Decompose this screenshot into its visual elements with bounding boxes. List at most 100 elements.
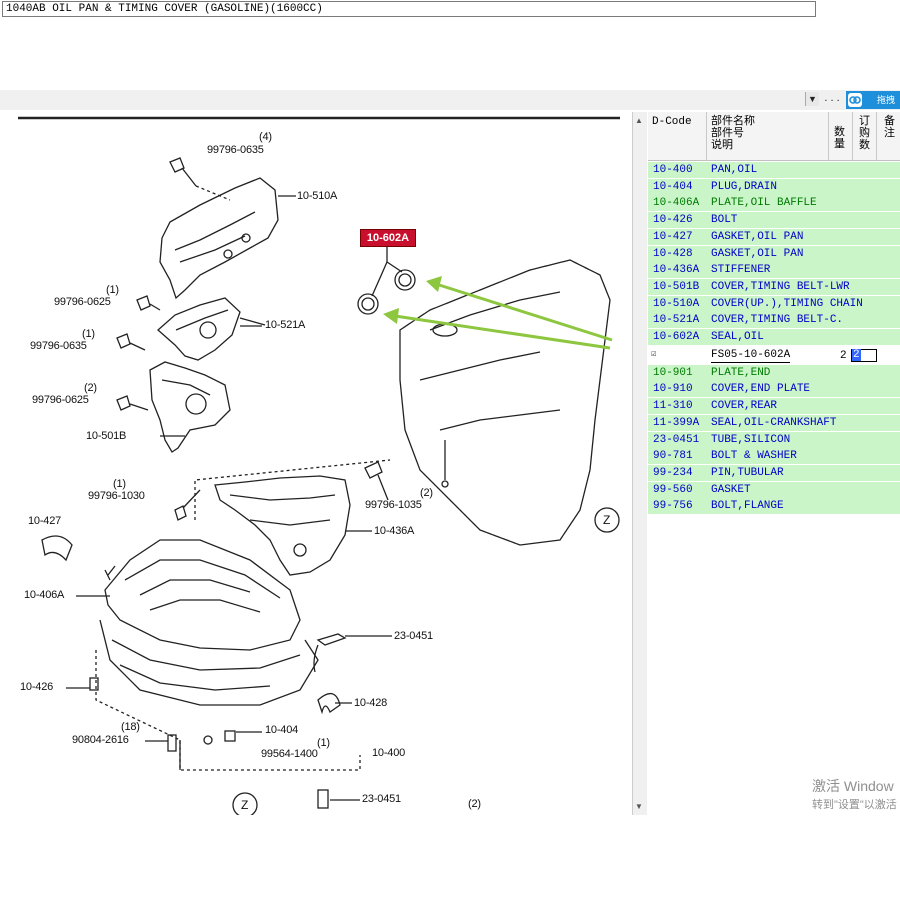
row-description: STIFFENER <box>711 264 771 277</box>
callout-qty: (18) <box>121 721 140 733</box>
row-checkbox[interactable]: ☑ <box>651 348 657 359</box>
callout-part[interactable]: 99796-0635 <box>30 340 87 352</box>
callout-qty: (2) <box>468 798 481 810</box>
row-dcode: 10-510A <box>653 297 700 310</box>
callout-qty: (2) <box>84 382 97 394</box>
callout-qty: (1) <box>317 737 330 749</box>
row-description: COVER,END PLATE <box>711 383 811 396</box>
callout-part[interactable]: 10-428 <box>354 697 388 709</box>
row-description: BOLT,FLANGE <box>711 500 784 513</box>
selected-part-badge[interactable]: 10-602A <box>360 229 416 247</box>
callout-part[interactable]: 10-427 <box>28 515 62 527</box>
callout-part[interactable]: 10-406A <box>24 589 65 601</box>
row-dcode: 10-400 <box>653 164 693 176</box>
table-row[interactable]: 10-436A STIFFENER <box>648 262 900 279</box>
activation-watermark: 激活 Window <box>812 778 894 794</box>
header-part-number: 部件号 <box>711 127 744 139</box>
callout-part[interactable]: 99796-0625 <box>54 296 111 308</box>
table-row[interactable]: 10-427 GASKET,OIL PAN <box>648 228 900 245</box>
callout-part[interactable]: 10-501B <box>86 430 127 442</box>
part-number: FS05-10-602A <box>711 348 791 363</box>
callout-qty: (1) <box>82 328 95 340</box>
row-dcode: 10-436A <box>653 264 700 277</box>
row-description: TUBE,SILICON <box>711 433 791 446</box>
callout-part[interactable]: 99564-1400 <box>261 748 318 760</box>
row-description: PLATE,END <box>711 366 771 379</box>
row-description: PLATE,OIL BAFFLE <box>711 197 817 210</box>
table-row[interactable]: 23-0451 TUBE,SILICON <box>648 431 900 448</box>
model-dropdown[interactable]: 1040AB OIL PAN & TIMING COVER (GASOLINE)… <box>2 1 816 17</box>
callout-part[interactable]: 99796-1035 <box>365 499 422 511</box>
table-row[interactable]: 10-910 COVER,END PLATE <box>648 381 900 398</box>
callout-part[interactable]: 90804-2616 <box>72 734 129 746</box>
browse-button[interactable]: . . . <box>824 92 840 104</box>
row-dcode: 10-602A <box>653 331 700 343</box>
chevron-down-icon[interactable]: ▼ <box>805 92 819 106</box>
callout-part[interactable]: 99796-0635 <box>207 144 264 156</box>
header-order-qty: 订 购 数 <box>859 115 870 151</box>
table-row[interactable]: 99-560 GASKET <box>648 481 900 498</box>
row-description: PAN,OIL <box>711 164 758 176</box>
model-selector-bar <box>0 90 900 110</box>
order-qty-input[interactable]: 2 <box>851 348 877 362</box>
callout-part[interactable]: 99796-1030 <box>88 490 145 502</box>
share-button[interactable]: 拖拽 <box>846 91 900 109</box>
row-description: GASKET,OIL PAN <box>711 247 804 260</box>
header-remarks: 备 注 <box>884 115 895 139</box>
diagram-scrollbar[interactable]: ▲ ▼ <box>632 112 647 815</box>
row-dcode: 10-521A <box>653 314 700 327</box>
callout-part[interactable]: 10-436A <box>374 525 415 537</box>
row-dcode: 10-901 <box>653 366 693 379</box>
row-dcode: 10-406A <box>653 197 700 210</box>
header-qty: 数 量 <box>834 126 845 150</box>
callout-part[interactable]: 23-0451 <box>394 630 433 642</box>
table-row[interactable]: 10-406A PLATE,OIL BAFFLE <box>648 195 900 212</box>
row-dcode: 10-427 <box>653 230 693 243</box>
row-dcode: 10-910 <box>653 383 693 396</box>
table-row[interactable]: 10-428 GASKET,OIL PAN <box>648 245 900 262</box>
row-dcode: 23-0451 <box>653 433 700 446</box>
row-description: GASKET <box>711 483 751 496</box>
callout-part[interactable]: 99796-0625 <box>32 394 89 406</box>
diagram-drawing <box>18 116 620 815</box>
callout-qty: (1) <box>113 478 126 490</box>
row-dcode: 10-428 <box>653 247 693 260</box>
callout-part[interactable]: 10-510A <box>297 190 338 202</box>
row-description: SEAL,OIL <box>711 331 764 343</box>
scroll-down-icon[interactable]: ▼ <box>635 802 643 811</box>
row-dcode: 10-404 <box>653 180 693 193</box>
order-qty-value: 2 <box>852 348 861 361</box>
callout-ref-z: Z <box>241 798 249 812</box>
scroll-up-icon[interactable]: ▲ <box>635 116 643 125</box>
row-dcode: 99-234 <box>653 466 693 479</box>
callout-part[interactable]: 10-521A <box>265 319 306 331</box>
table-row[interactable]: 10-400 PAN,OIL <box>648 162 900 178</box>
row-dcode: 11-399A <box>653 416 700 429</box>
row-dcode: 99-560 <box>653 483 693 496</box>
parts-table-header: D-Code 部件名称 部件号 说明 数 量 订 购 数 备 注 <box>648 112 900 161</box>
header-description: 说明 <box>711 139 733 151</box>
callout-part[interactable]: 10-426 <box>20 681 54 693</box>
callout-part[interactable]: 23-0451 <box>362 793 401 805</box>
callout-part[interactable]: 10-404 <box>265 724 299 736</box>
table-row[interactable]: 10-901 PLATE,END <box>648 364 900 381</box>
row-description: GASKET,OIL PAN <box>711 230 804 243</box>
row-dcode: 99-756 <box>653 500 693 513</box>
callout-part[interactable]: 10-400 <box>372 747 406 759</box>
share-logo-icon <box>848 93 862 107</box>
table-row[interactable]: 99-756 BOLT,FLANGE <box>648 498 900 515</box>
share-label: 拖拽 <box>877 95 896 105</box>
activation-watermark-hint: 转到"设置"以激活 <box>812 799 897 811</box>
table-row[interactable]: 10-602A SEAL,OIL <box>648 329 900 345</box>
